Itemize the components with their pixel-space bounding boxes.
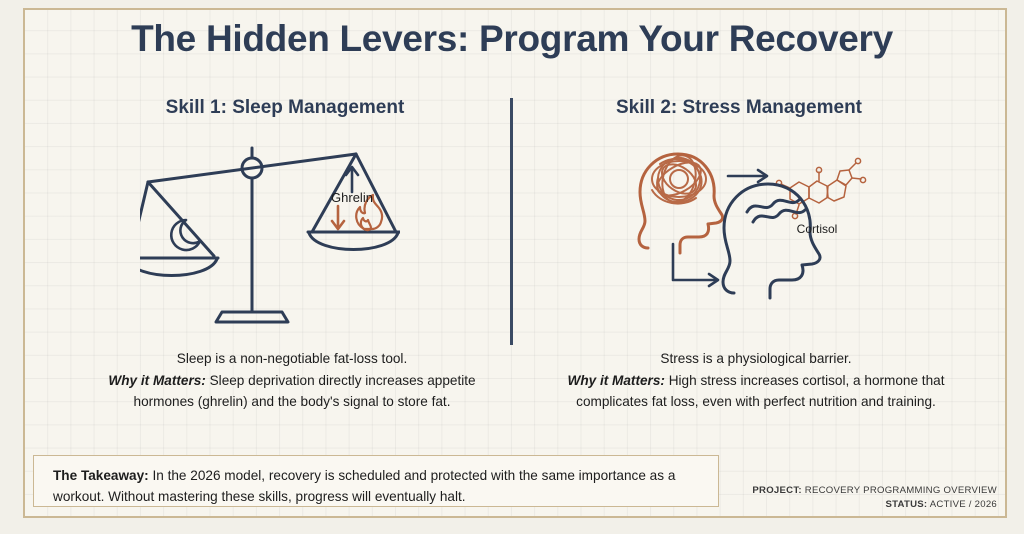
column-heading-sleep: Skill 1: Sleep Management bbox=[165, 97, 405, 118]
arrow-up-icon bbox=[344, 165, 360, 194]
meta-status-value: ACTIVE / 2026 bbox=[927, 498, 997, 510]
meta-status-label: STATUS: bbox=[885, 498, 928, 510]
why-label-sleep: Why it Matters: bbox=[108, 372, 206, 388]
why-label-stress: Why it Matters: bbox=[567, 372, 665, 388]
takeaway-label: The Takeaway: bbox=[53, 468, 149, 483]
body-text-sleep: Sleep is a non-negotiable fat-loss tool.… bbox=[92, 348, 492, 413]
calm-head-icon bbox=[721, 182, 822, 300]
lead-text-sleep: Sleep is a non-negotiable fat-loss tool. bbox=[176, 351, 408, 366]
lead-text-stress: Stress is a physiological barrier. bbox=[660, 351, 852, 366]
scale-beam bbox=[146, 152, 358, 184]
ghrelin-label: Ghrelin bbox=[331, 190, 373, 205]
stressed-head-icon bbox=[637, 152, 725, 255]
scale-base bbox=[214, 310, 290, 324]
balance-scale-illustration: Ghrelin bbox=[124, 140, 402, 340]
tangled-brain-icon bbox=[651, 154, 707, 205]
column-divider bbox=[510, 98, 513, 345]
body-text-stress: Stress is a physiological barrier. Why i… bbox=[556, 348, 956, 413]
meta-project-value: RECOVERY PROGRAMMING OVERVIEW bbox=[801, 485, 997, 496]
column-heading-stress: Skill 2: Stress Management bbox=[615, 97, 863, 118]
page-title: The Hidden Levers: Program Your Recovery bbox=[131, 18, 893, 59]
meta-project-line: PROJECT: RECOVERY PROGRAMMING OVERVIEW bbox=[752, 484, 997, 498]
arrow-right-icon bbox=[726, 168, 769, 184]
moon-icon bbox=[169, 218, 202, 252]
stress-cortisol-illustration: Cortisol bbox=[630, 140, 900, 335]
calm-waves-icon bbox=[745, 198, 807, 224]
takeaway-text: The Takeaway: In the 2026 model, recover… bbox=[53, 465, 702, 507]
meta-project-label: PROJECT: bbox=[752, 485, 802, 496]
takeaway-box: The Takeaway: In the 2026 model, recover… bbox=[33, 455, 719, 507]
page-frame bbox=[23, 8, 1007, 518]
scale-pan-left bbox=[124, 180, 220, 277]
flame-icon bbox=[355, 193, 384, 232]
meta-block: PROJECT: RECOVERY PROGRAMMING OVERVIEW S… bbox=[752, 484, 997, 511]
why-text-stress: High stress increases cortisol, a hormon… bbox=[576, 372, 945, 410]
arrow-down-icon bbox=[330, 204, 346, 231]
arrow-elbow-icon bbox=[671, 242, 720, 288]
why-text-sleep: Sleep deprivation directly increases app… bbox=[133, 372, 476, 410]
meta-status-line: STATUS: ACTIVE / 2026 bbox=[752, 498, 997, 512]
cortisol-label: Cortisol bbox=[797, 222, 838, 236]
takeaway-body: In the 2026 model, recovery is scheduled… bbox=[53, 468, 676, 504]
scale-pan-right bbox=[306, 152, 402, 251]
